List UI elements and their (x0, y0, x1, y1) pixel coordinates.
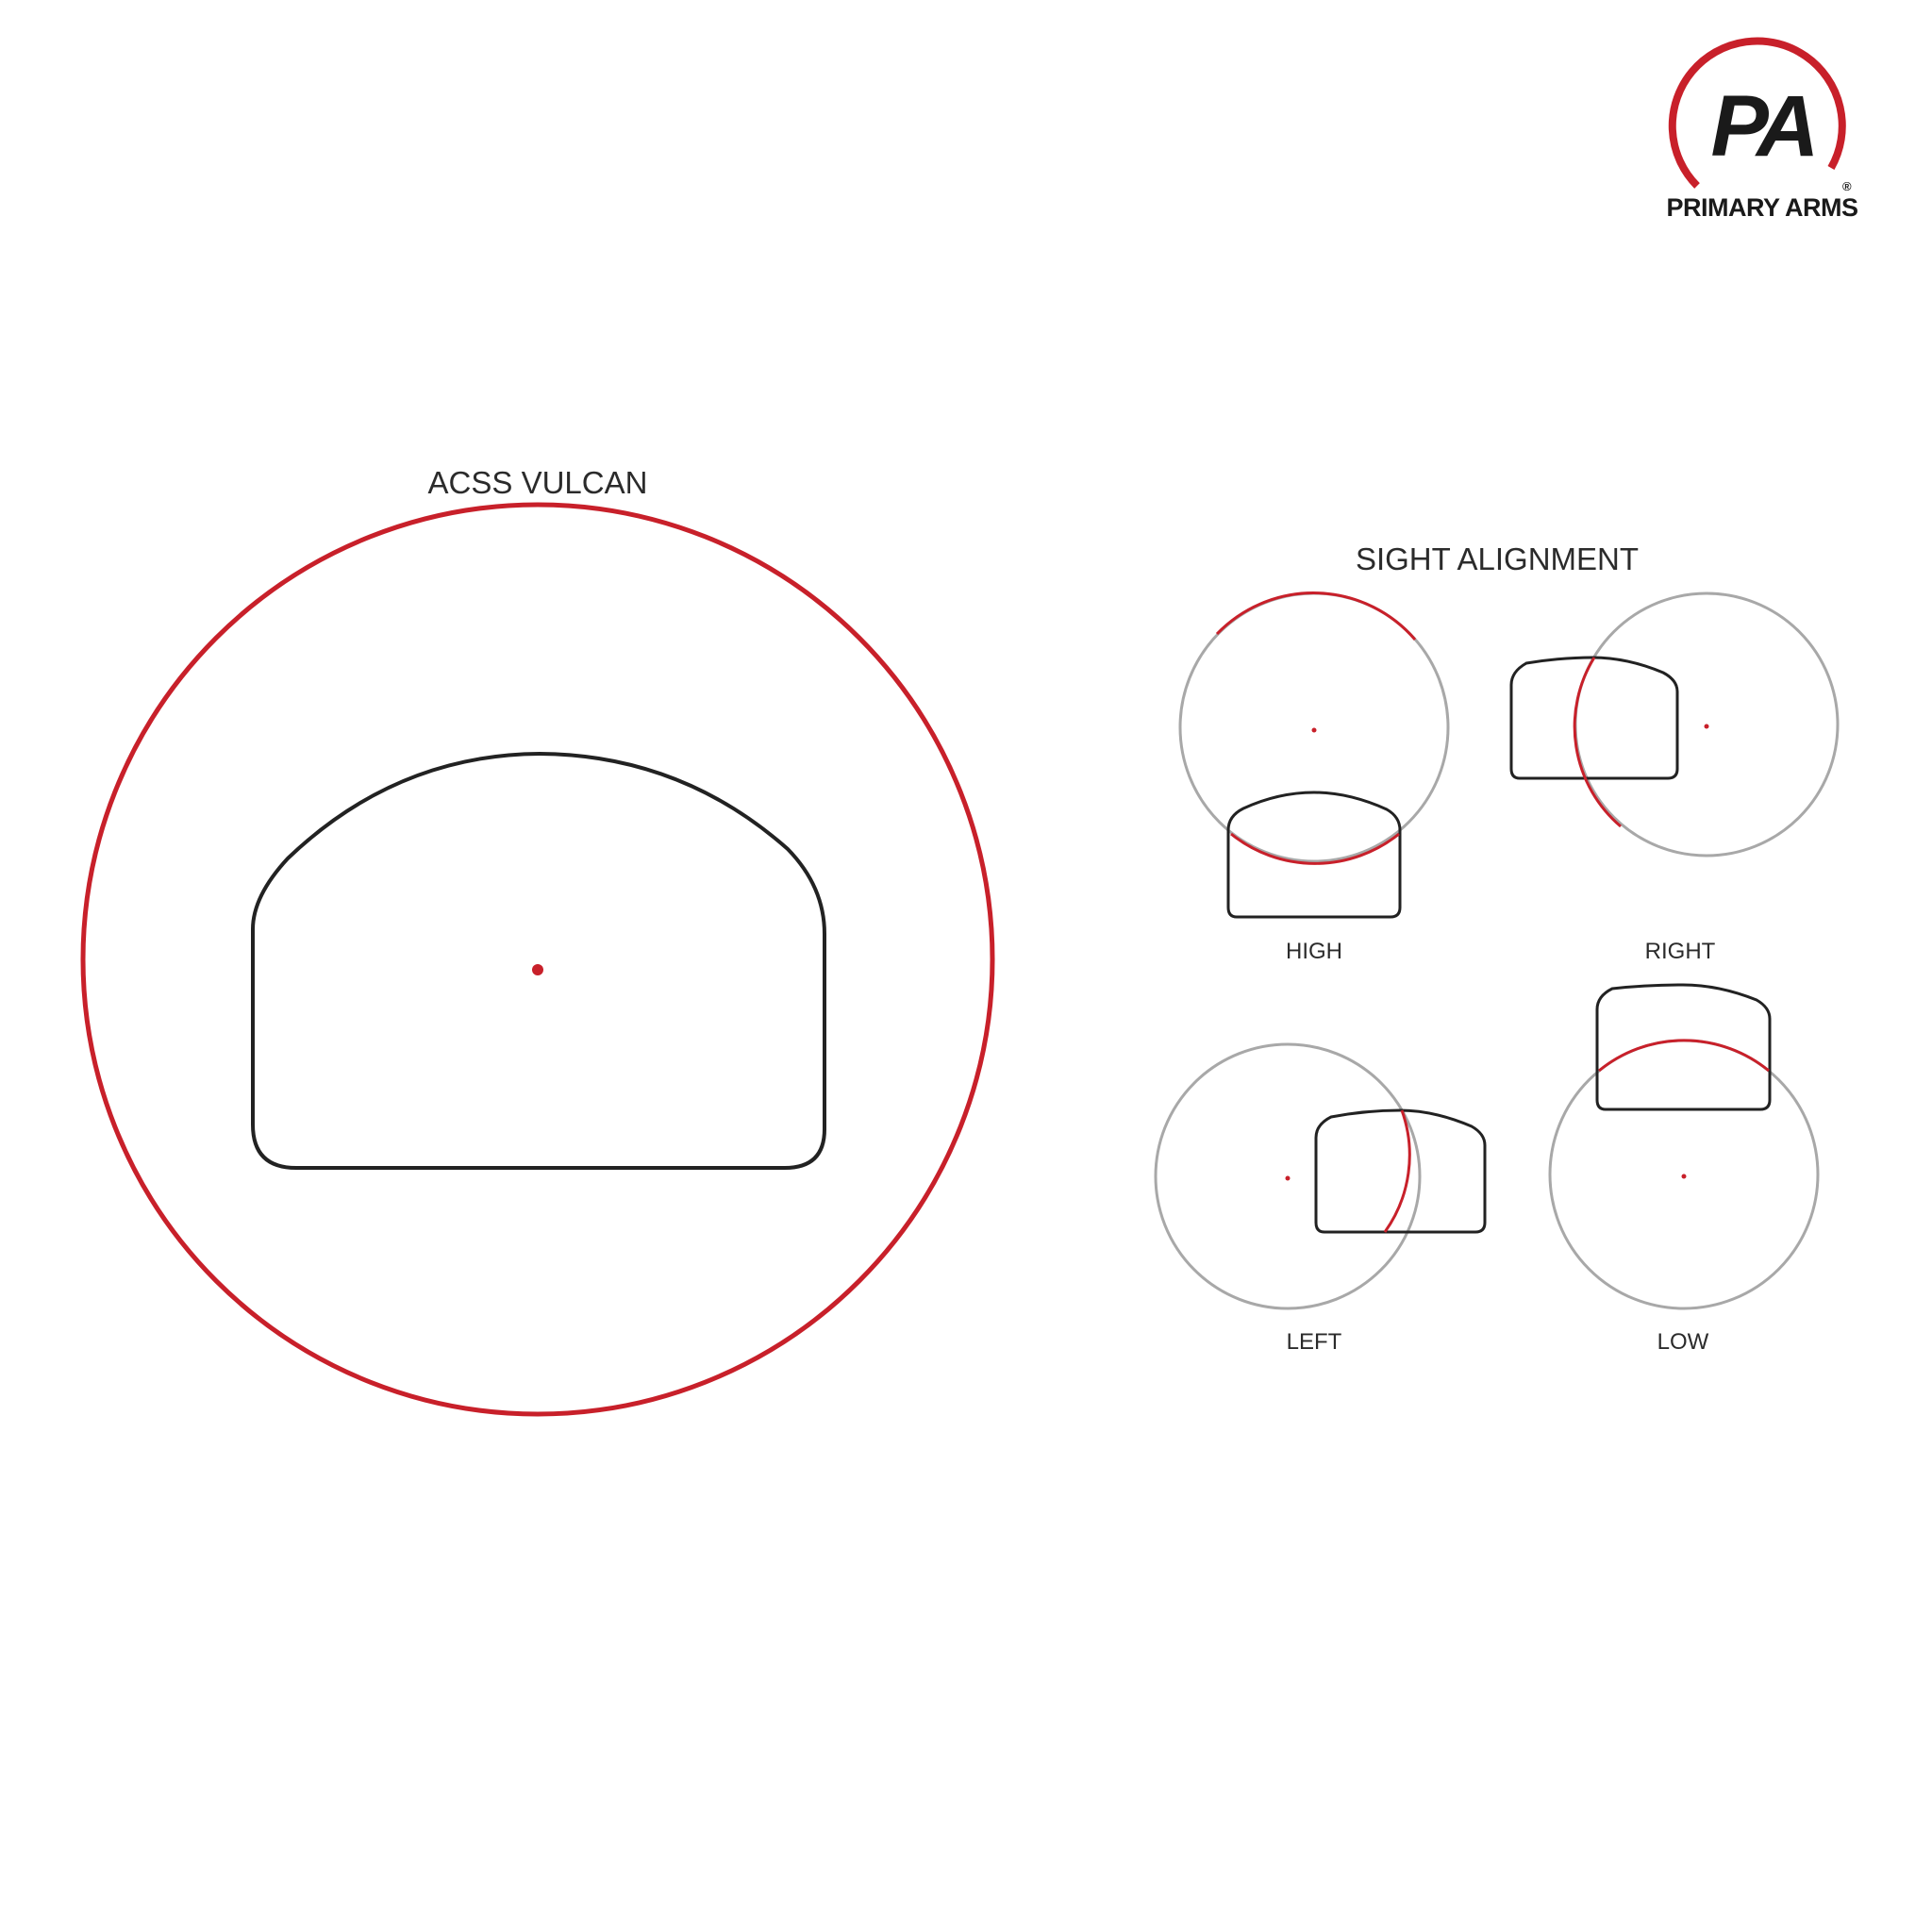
alignment-red-arc (1215, 591, 1417, 641)
alignment-center-dot (1285, 1175, 1291, 1181)
alignment-label: RIGHT (1645, 939, 1716, 964)
alignment-right: RIGHT (1509, 591, 1840, 964)
logo-wordmark: PRIMARY ARMS (1666, 193, 1857, 222)
logo-monogram: PA (1711, 78, 1814, 175)
alignment-high: HIGH (1178, 591, 1450, 964)
logo-ring-arc (1668, 37, 1846, 189)
main-reticle: ACSS VULCAN (80, 465, 995, 1417)
alignment-label: LOW (1657, 1329, 1709, 1355)
alignment-window (1509, 656, 1679, 780)
alignment-label: HIGH (1286, 939, 1342, 964)
alignment-overlap-arc (1230, 832, 1400, 865)
alignment-overlap-arc (1598, 1039, 1770, 1073)
alignment-window (1226, 791, 1402, 919)
reticle-window-outline (251, 752, 826, 1170)
alignment-window (1314, 1108, 1487, 1234)
alignment-left: LEFT (1154, 1042, 1487, 1355)
reticle-center-dot (532, 964, 543, 975)
alignment-center-dot (1681, 1174, 1687, 1179)
logo-registered-mark: ® (1842, 179, 1852, 193)
sight-alignment-panel: SIGHT ALIGNMENT HIGH RIGHT LEFT (1154, 541, 1840, 1355)
alignment-title: SIGHT ALIGNMENT (1356, 541, 1639, 576)
alignment-center-dot (1704, 724, 1709, 729)
alignment-center-dot (1311, 727, 1317, 733)
alignment-circle (1154, 1042, 1422, 1310)
alignment-overlap-arc (1383, 1109, 1411, 1233)
reticle-title: ACSS VULCAN (428, 465, 648, 500)
alignment-label: LEFT (1287, 1329, 1342, 1355)
alignment-window (1595, 983, 1772, 1111)
reticle-outer-ring (80, 502, 995, 1417)
alignment-low: LOW (1548, 983, 1820, 1355)
primary-arms-logo: PA ® PRIMARY ARMS (1666, 37, 1858, 222)
alignment-overlap-arc (1573, 657, 1622, 828)
